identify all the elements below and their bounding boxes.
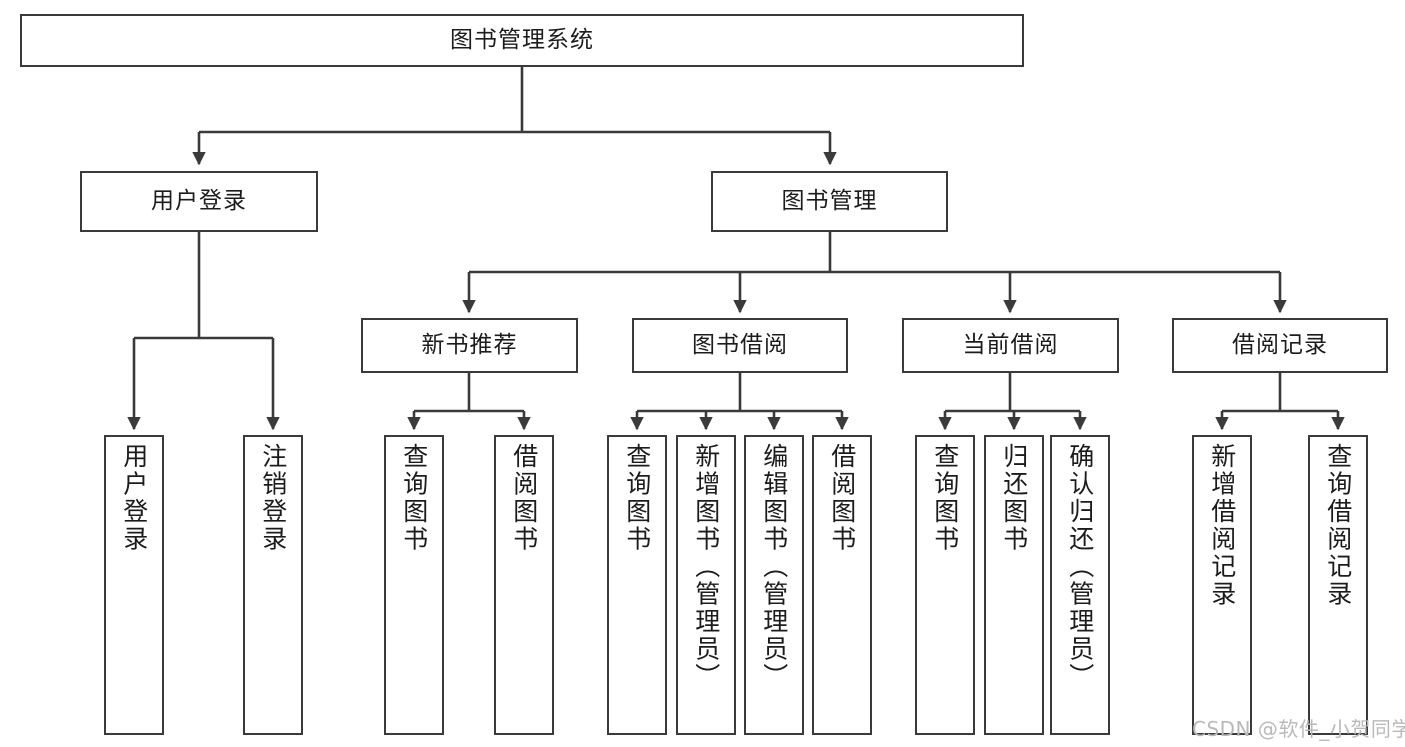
leaf-user-login-signin[interactable]: 用户登录: [104, 435, 164, 735]
leaf-current-borrow-query[interactable]: 查询图书: [915, 435, 975, 735]
node-current-borrow[interactable]: 当前借阅: [902, 318, 1119, 373]
node-label: 查询图书: [930, 443, 960, 553]
leaf-borrow-record-query[interactable]: 查询借阅记录: [1308, 435, 1368, 735]
leaf-borrow-record-add[interactable]: 新增借阅记录: [1192, 435, 1252, 735]
node-label: 图书管理: [781, 188, 878, 215]
node-label: 编辑图书（管理员）: [759, 443, 789, 691]
node-label: 借阅记录: [1232, 332, 1328, 359]
leaf-book-borrow-add[interactable]: 新增图书（管理员）: [676, 435, 736, 735]
leaf-book-borrow-edit[interactable]: 编辑图书（管理员）: [744, 435, 804, 735]
node-label: 新增图书（管理员）: [691, 443, 721, 691]
leaf-book-borrow-query[interactable]: 查询图书: [607, 435, 667, 735]
node-label: 新增借阅记录: [1207, 443, 1237, 608]
node-borrow-record[interactable]: 借阅记录: [1172, 318, 1388, 373]
node-book-borrow[interactable]: 图书借阅: [632, 318, 848, 373]
node-label: 用户登录: [119, 443, 149, 553]
node-label: 用户登录: [151, 188, 247, 215]
leaf-new-book-query[interactable]: 查询图书: [384, 435, 444, 735]
node-user-login[interactable]: 用户登录: [80, 171, 318, 232]
node-label: 图书借阅: [692, 332, 788, 359]
leaf-book-borrow-lend[interactable]: 借阅图书: [812, 435, 872, 735]
node-label: 借阅图书: [827, 443, 857, 553]
node-label: 查询图书: [399, 443, 429, 553]
node-label: 查询图书: [622, 443, 652, 553]
node-label: 借阅图书: [509, 443, 539, 553]
node-book-management[interactable]: 图书管理: [711, 171, 948, 232]
node-label: 图书管理系统: [450, 27, 594, 54]
leaf-current-borrow-confirm-return[interactable]: 确认归还（管理员）: [1050, 435, 1110, 735]
node-label: 确认归还（管理员）: [1065, 443, 1095, 691]
node-label: 注销登录: [258, 443, 288, 553]
node-label: 当前借阅: [962, 332, 1059, 359]
csdn-watermark: CSDN @软件_小贺同学: [1192, 717, 1405, 741]
node-label: 查询借阅记录: [1323, 443, 1353, 608]
node-label: 新书推荐: [421, 332, 518, 359]
leaf-current-borrow-return[interactable]: 归还图书: [984, 435, 1044, 735]
node-root-book-management-system[interactable]: 图书管理系统: [20, 14, 1024, 67]
leaf-user-login-signout[interactable]: 注销登录: [243, 435, 303, 735]
node-new-book-recommend[interactable]: 新书推荐: [361, 318, 578, 373]
node-label: 归还图书: [999, 443, 1029, 553]
leaf-new-book-borrow[interactable]: 借阅图书: [494, 435, 554, 735]
